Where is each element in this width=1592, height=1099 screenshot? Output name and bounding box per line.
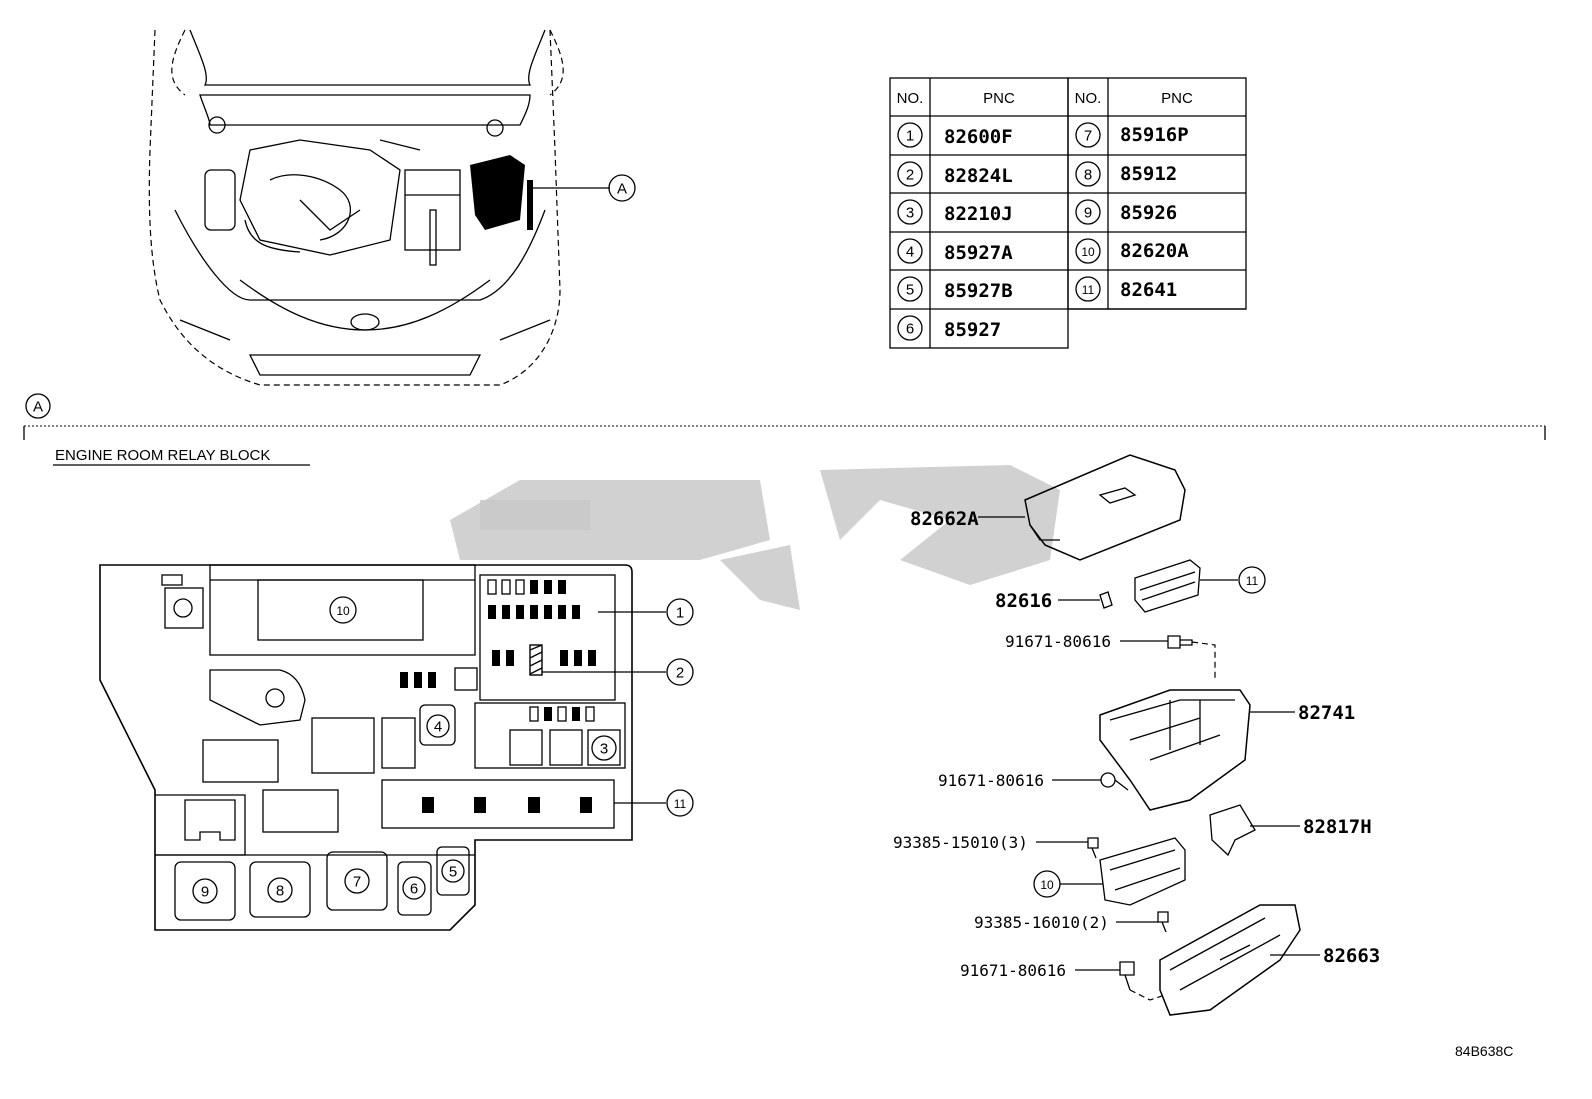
table-header-pnc-2: PNC bbox=[1161, 90, 1193, 107]
label-82817h: 82817H bbox=[1303, 816, 1372, 838]
table-row-pnc: 85927A bbox=[944, 242, 1013, 264]
table-row-pnc: 85926 bbox=[1120, 202, 1177, 224]
label-91671-80616-bottom: 91671-80616 bbox=[960, 961, 1066, 980]
table-header-pnc-1: PNC bbox=[983, 90, 1015, 107]
exploded-view: 82662A 11 82616 91671-80616 82741 91671-… bbox=[893, 454, 1380, 1016]
label-93385-15010: 93385-15010(3) bbox=[893, 833, 1028, 852]
table-row-pnc: 85927B bbox=[944, 280, 1013, 302]
label-82663: 82663 bbox=[1323, 945, 1380, 967]
relay-callout-3: 3 bbox=[600, 741, 608, 758]
label-82616: 82616 bbox=[995, 590, 1052, 612]
relay-callout-5: 5 bbox=[449, 864, 457, 881]
table-row-no: 8 bbox=[1084, 167, 1092, 184]
label-91671-80616-top: 91671-80616 bbox=[1005, 632, 1111, 651]
table-row-no: 6 bbox=[906, 321, 914, 338]
table-row-no: 10 bbox=[1081, 245, 1095, 259]
pnc-table: NO. PNC NO. PNC 1 82600F 2 82824L 3 8221… bbox=[889, 77, 1247, 349]
table-row-no: 7 bbox=[1084, 128, 1092, 145]
label-82662a: 82662A bbox=[910, 508, 979, 530]
table-row-no: 2 bbox=[906, 167, 914, 184]
relay-callout-1: 1 bbox=[676, 605, 684, 622]
exploded-callout-11: 11 bbox=[1246, 574, 1259, 588]
table-row-pnc: 85912 bbox=[1120, 163, 1177, 185]
table-row-no: 5 bbox=[906, 282, 914, 299]
table-row-no: 3 bbox=[906, 205, 914, 222]
car-engine-bay-view: A bbox=[148, 29, 636, 386]
section-a-frame: A ENGINE ROOM RELAY BLOCK bbox=[23, 393, 1546, 466]
relay-callout-6: 6 bbox=[410, 881, 418, 898]
diagram-code: 84B638C bbox=[1455, 1043, 1513, 1059]
table-row-pnc: 82620A bbox=[1120, 240, 1189, 262]
label-91671-80616-mid: 91671-80616 bbox=[938, 771, 1044, 790]
table-row-pnc: 82641 bbox=[1120, 279, 1177, 301]
relay-block-top-view: 10 1 2 4 3 11 bbox=[99, 564, 694, 931]
table-row-pnc: 82600F bbox=[944, 126, 1013, 148]
table-header-no-1: NO. bbox=[897, 90, 924, 107]
relay-callout-11: 11 bbox=[674, 797, 687, 811]
table-row-no: 4 bbox=[906, 244, 914, 261]
relay-callout-9: 9 bbox=[201, 884, 209, 901]
table-row-no: 11 bbox=[1082, 283, 1095, 297]
relay-callout-2: 2 bbox=[676, 665, 684, 682]
section-marker-a: A bbox=[33, 399, 43, 416]
table-row-pnc: 85916P bbox=[1120, 124, 1189, 146]
relay-callout-4: 4 bbox=[434, 719, 442, 736]
exploded-callout-10: 10 bbox=[1040, 878, 1054, 892]
table-row-pnc: 82824L bbox=[944, 165, 1013, 187]
relay-callout-10: 10 bbox=[336, 604, 350, 618]
table-row-pnc: 82210J bbox=[944, 203, 1013, 225]
view-marker-a: A bbox=[617, 181, 627, 198]
table-row-no: 9 bbox=[1084, 205, 1092, 222]
relay-callout-8: 8 bbox=[276, 883, 284, 900]
table-row-no: 1 bbox=[906, 128, 914, 145]
section-title: ENGINE ROOM RELAY BLOCK bbox=[55, 447, 270, 464]
table-header-no-2: NO. bbox=[1075, 90, 1102, 107]
label-93385-16010: 93385-16010(2) bbox=[974, 913, 1109, 932]
table-row-pnc: 85927 bbox=[944, 319, 1001, 341]
watermark-logo bbox=[450, 465, 1060, 610]
label-82741: 82741 bbox=[1298, 702, 1355, 724]
relay-callout-7: 7 bbox=[353, 874, 361, 891]
